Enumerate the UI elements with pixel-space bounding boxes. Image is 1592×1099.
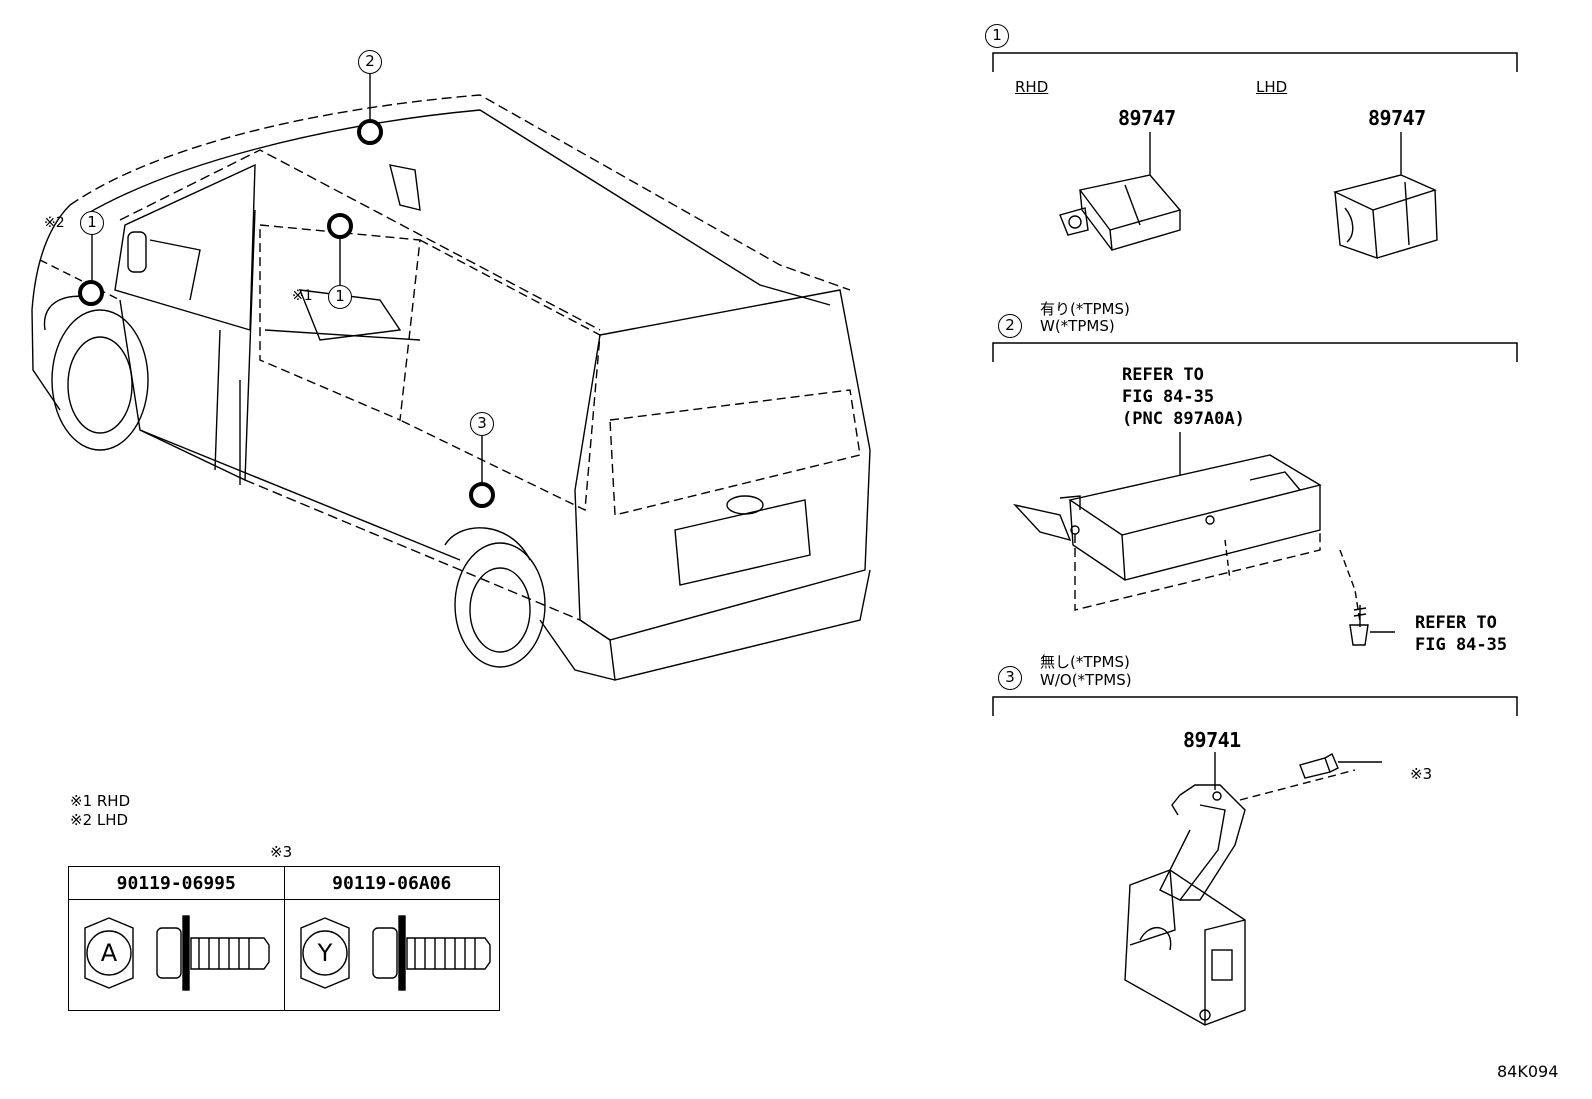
bolt-table-note: ※3 bbox=[270, 843, 293, 861]
part-number-89741: 89741 bbox=[1183, 728, 1241, 752]
bolt-head-mark-a: A bbox=[101, 939, 118, 967]
sensor-lhd-drawing bbox=[1332, 132, 1438, 260]
bolt-note-marker: ※3 bbox=[1410, 765, 1433, 783]
sensor-rhd-drawing bbox=[1059, 132, 1182, 251]
section-3-condition-en: W/O(*TPMS) bbox=[1040, 671, 1132, 689]
note-rhd-marker: ※1 bbox=[292, 288, 313, 304]
callout-3-van: 3 bbox=[470, 412, 494, 436]
section-1-callout: 1 bbox=[985, 24, 1009, 48]
section-1-bracket bbox=[992, 52, 1518, 72]
van-illustration bbox=[31, 72, 871, 681]
section-2-condition-jp: 有り(*TPMS) bbox=[1040, 300, 1130, 318]
figure-code: 84K094 bbox=[1497, 1062, 1559, 1081]
tpms-receiver-drawing bbox=[1012, 432, 1395, 646]
callout-1-van-rhd: 1 bbox=[328, 285, 352, 309]
bolt-cell-2: Y bbox=[283, 899, 500, 1011]
part-number-89747-lhd: 89747 bbox=[1368, 106, 1426, 130]
section-2-condition-en: W(*TPMS) bbox=[1040, 317, 1115, 335]
bolt-table-header-2: 90119-06A06 bbox=[283, 866, 500, 900]
callout-2-van: 2 bbox=[358, 50, 382, 74]
callout-1-van-lhd: 1 bbox=[80, 211, 104, 235]
bolt-cell-1: A bbox=[68, 899, 285, 1011]
tpms-computer-drawing bbox=[1124, 752, 1382, 1026]
bolt-head-mark-y: Y bbox=[316, 939, 332, 967]
lhd-label: LHD bbox=[1256, 78, 1288, 96]
note-lhd-marker: ※2 bbox=[44, 215, 65, 231]
legend-rhd: ※1 RHD bbox=[70, 792, 131, 810]
bolt-table: 90119-06995 90119-06A06 A bbox=[68, 866, 500, 1011]
section-2-callout: 2 bbox=[998, 314, 1022, 338]
section-2-bracket bbox=[992, 342, 1518, 362]
bolt-y-drawing: Y bbox=[299, 915, 491, 991]
bolt-table-header-1: 90119-06995 bbox=[68, 866, 285, 900]
section-3-callout: 3 bbox=[998, 666, 1022, 690]
legend-lhd: ※2 LHD bbox=[70, 811, 129, 829]
section-3-condition-jp: 無し(*TPMS) bbox=[1040, 653, 1130, 671]
part-number-89747-rhd: 89747 bbox=[1118, 106, 1176, 130]
refer-to-fig-bolt: REFER TO FIG 84-35 bbox=[1415, 613, 1508, 655]
refer-to-fig-pnc: REFER TO FIG 84-35 (PNC 897A0A) bbox=[1122, 365, 1245, 429]
bolt-a-drawing: A bbox=[84, 915, 270, 991]
rhd-label: RHD bbox=[1015, 78, 1049, 96]
section-3-bracket bbox=[992, 696, 1518, 716]
